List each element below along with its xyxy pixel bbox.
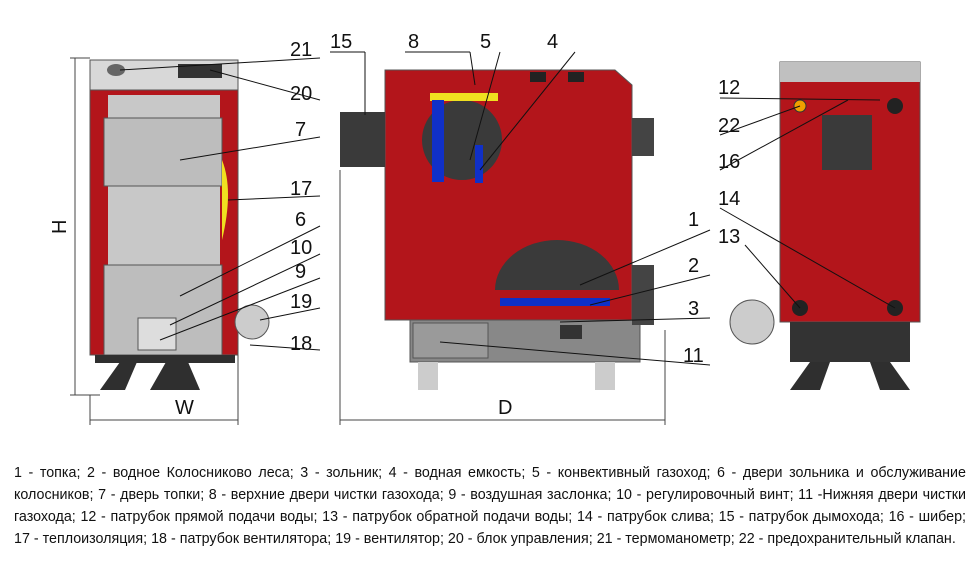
callout-20: 20 (290, 83, 312, 105)
callout-16: 16 (718, 151, 740, 173)
callout-2: 2 (688, 255, 699, 277)
callout-3: 3 (688, 298, 699, 320)
callout-labels: 21 20 7 17 6 10 9 19 18 15 8 5 4 1 2 3 1… (290, 31, 740, 367)
firebox-door (103, 117, 223, 187)
side-view (340, 69, 654, 390)
callout-1: 1 (688, 209, 699, 231)
callout-6: 6 (295, 209, 306, 231)
legend-caption: 1 - топка; 2 - водное Колосниково леса; … (14, 465, 966, 547)
callout-8: 8 (408, 31, 419, 53)
callout-5: 5 (480, 31, 491, 53)
callout-21: 21 (290, 39, 312, 61)
dimension-H: H (49, 220, 71, 234)
front-view (89, 59, 270, 390)
callout-13: 13 (718, 226, 740, 248)
dimension-W: W (175, 397, 194, 419)
callout-10: 10 (290, 237, 312, 259)
callout-7: 7 (295, 119, 306, 141)
dimension-lines (70, 57, 666, 425)
control-unit (178, 64, 222, 78)
fan (234, 304, 270, 340)
callout-12: 12 (718, 77, 740, 99)
chimney-pipe (340, 112, 385, 167)
callout-14: 14 (718, 188, 740, 210)
dimension-D: D (498, 397, 512, 419)
callout-4: 4 (547, 31, 558, 53)
insulation (222, 160, 228, 240)
callout-11: 11 (683, 345, 704, 367)
callout-22: 22 (718, 115, 740, 137)
leader-lines (119, 51, 896, 366)
callout-17: 17 (290, 178, 312, 200)
thermomanometer (107, 64, 125, 76)
callout-19: 19 (290, 291, 312, 313)
boiler-diagram: H W D 21 20 7 17 6 10 9 19 18 15 8 5 4 1… (49, 31, 921, 425)
callout-15: 15 (330, 31, 352, 53)
callout-18: 18 (290, 333, 312, 355)
damper (822, 115, 872, 170)
back-view (729, 61, 921, 390)
callout-9: 9 (295, 261, 306, 283)
